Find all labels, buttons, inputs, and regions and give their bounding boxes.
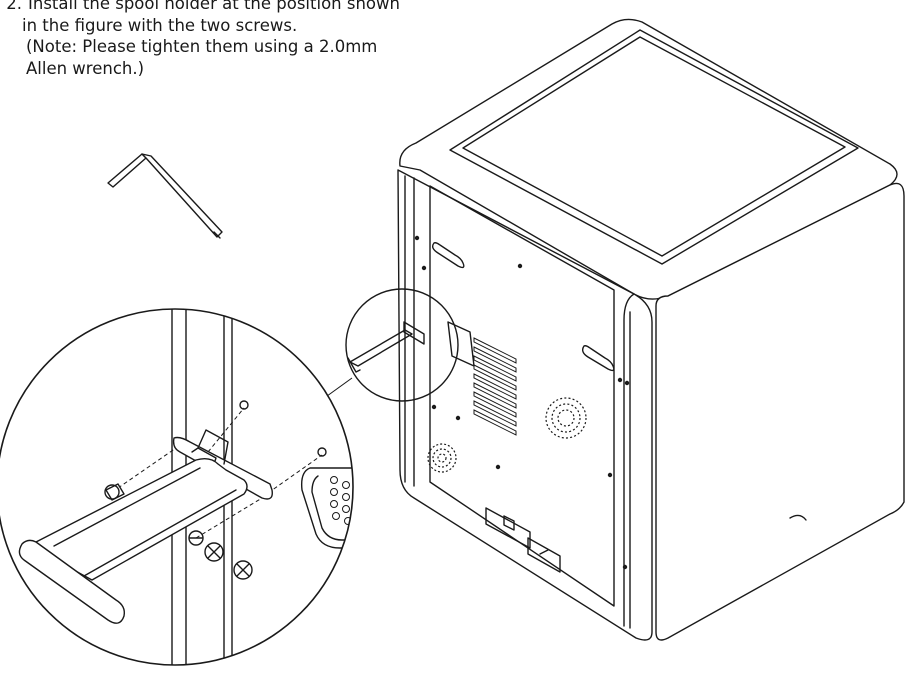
instruction-line-3: (Note: Please tighten them using a 2.0mm [26, 37, 378, 56]
instruction-text: 2.Install the spool holder at the positi… [0, 0, 470, 79]
allen-wrench-icon [107, 153, 223, 239]
screw-icon [104, 483, 125, 501]
instruction-line-1: 2.Install the spool holder at the positi… [0, 0, 470, 15]
fan-grille-icon [545, 397, 587, 439]
vent-slots [473, 337, 517, 436]
callout-circle-small [345, 288, 459, 402]
fan-grille-icon [427, 443, 457, 473]
screw-icon [188, 530, 204, 546]
spool-holder-detail-illustration [0, 308, 354, 666]
screw-icon [204, 542, 224, 562]
instruction-line-2: in the figure with the two screws. [22, 15, 298, 35]
step-number: 2. [6, 0, 22, 13]
screw-icon [233, 560, 253, 580]
instruction-line-4: Allen wrench.) [26, 58, 145, 78]
printer-enclosure-illustration [347, 18, 905, 641]
